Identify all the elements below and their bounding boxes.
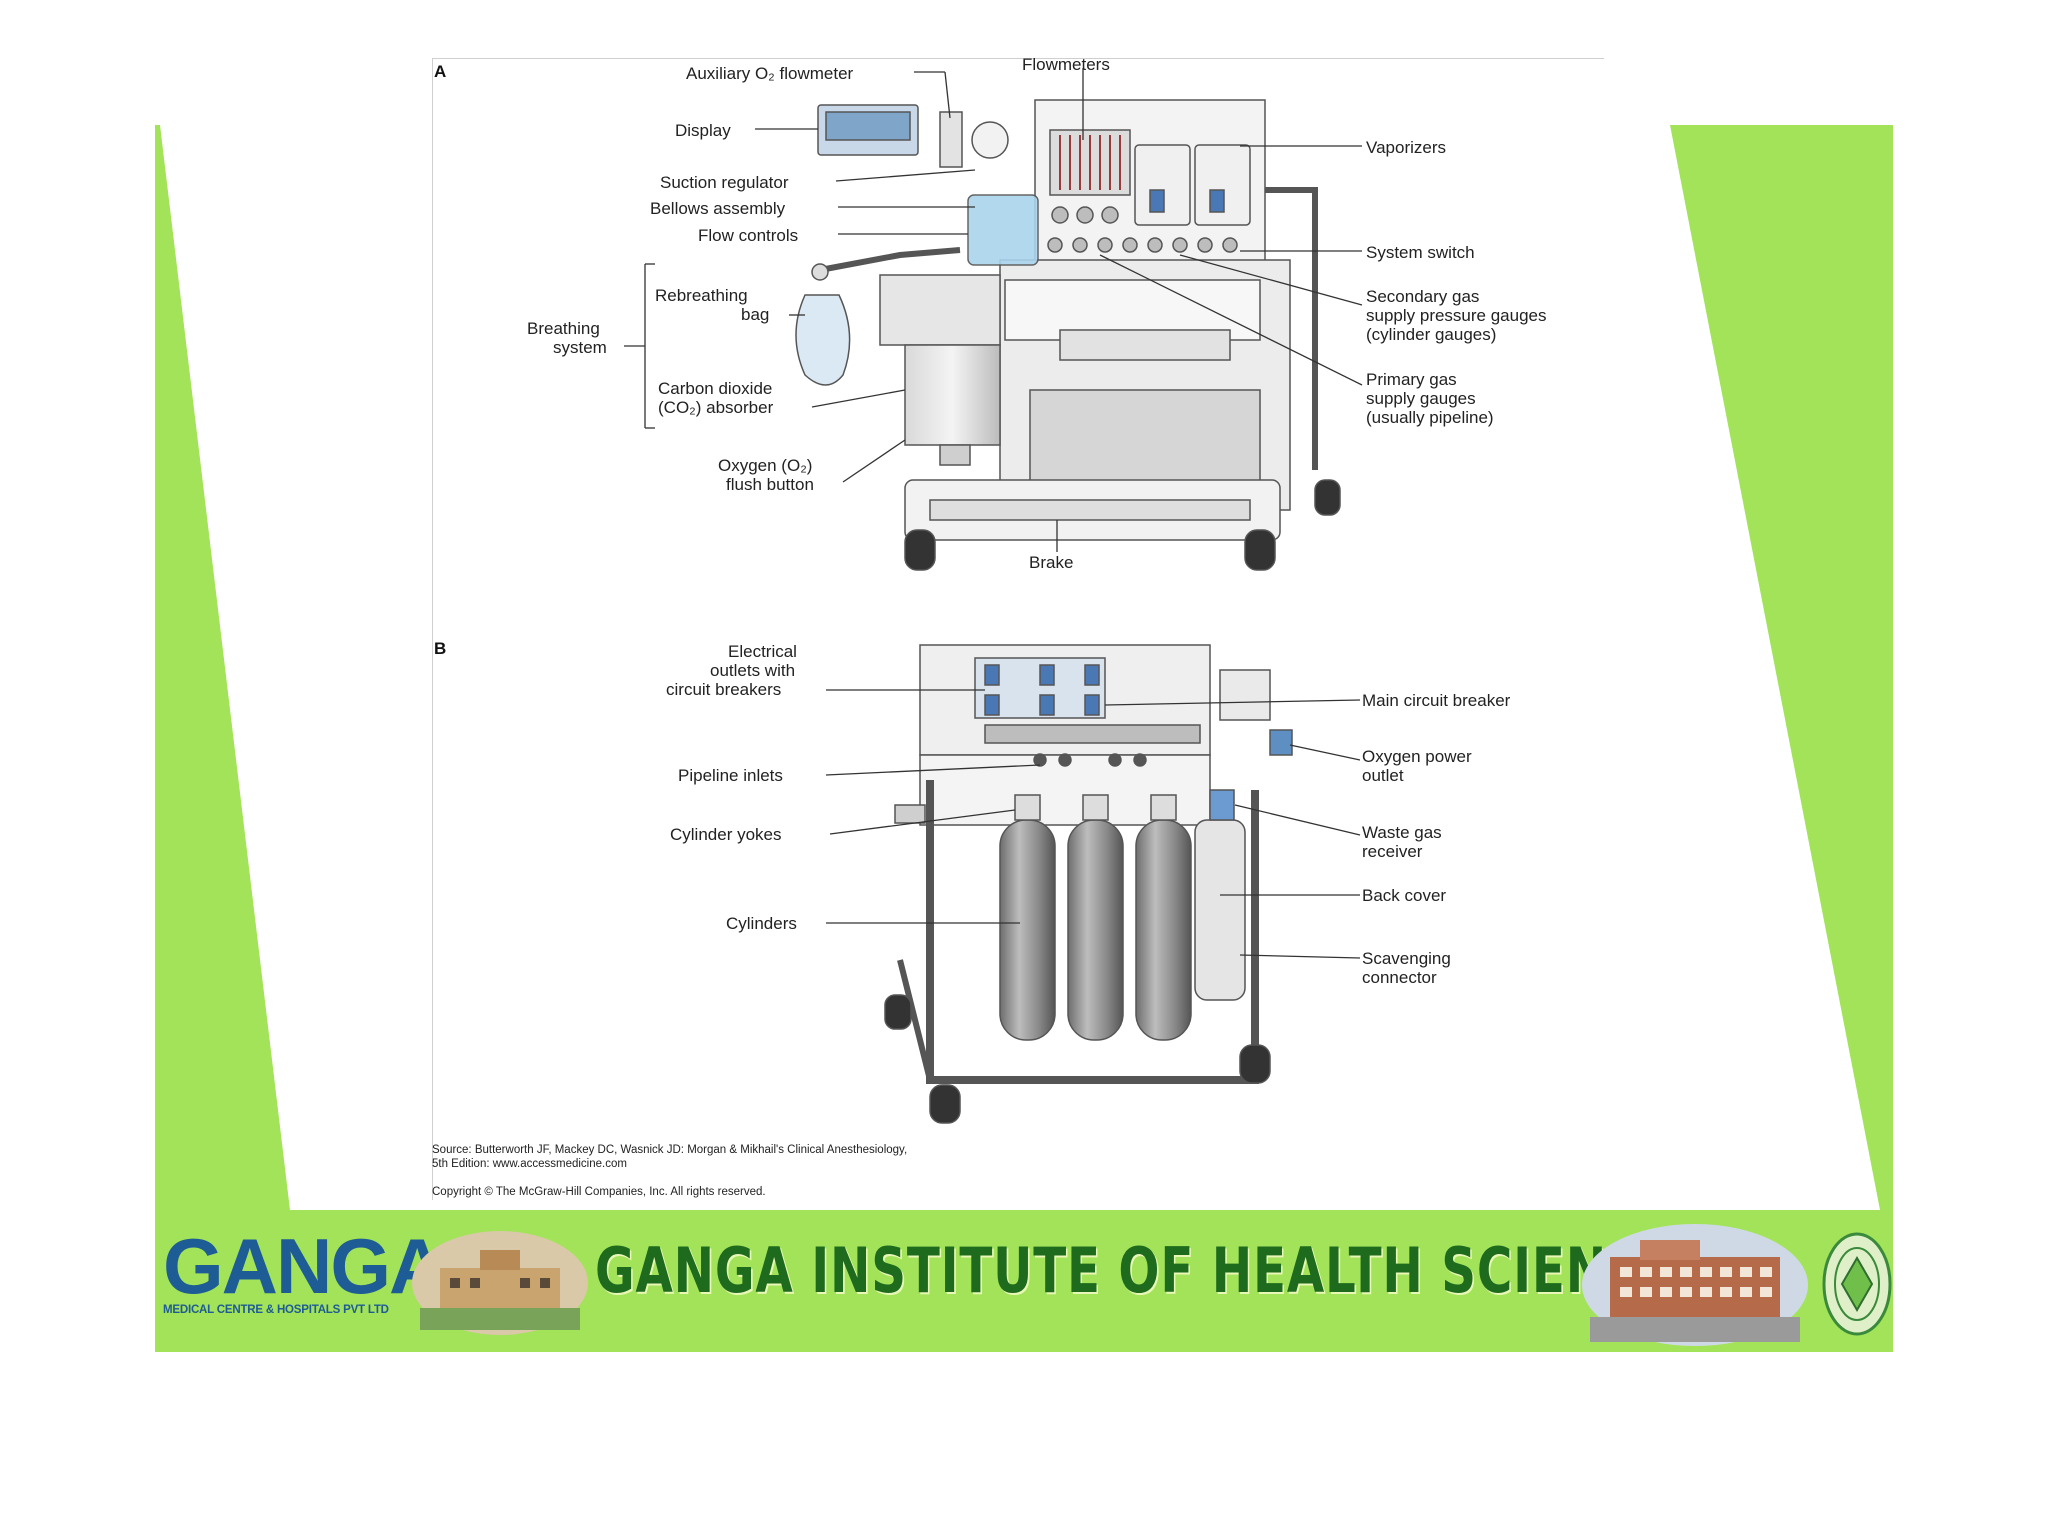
source-line-2: 5th Edition: www.accessmedicine.com xyxy=(432,1158,627,1170)
label-cylinders: Cylinders xyxy=(726,914,797,933)
label-bellows-assembly: Bellows assembly xyxy=(650,199,786,218)
leader-lines-a xyxy=(624,68,1363,552)
label-co2-absorber-2: (CO₂) absorber xyxy=(658,398,774,417)
label-primary-gas-1: Primary gas xyxy=(1366,370,1457,389)
ganga-logo: GANGA MEDICAL CENTRE & HOSPITALS PVT LTD xyxy=(163,1222,445,1316)
source-citation: Source: Butterworth JF, Mackey DC, Wasni… xyxy=(432,1143,907,1171)
ganga-logo-word: GANGA xyxy=(163,1222,445,1310)
label-waste-gas-1: Waste gas xyxy=(1362,823,1442,842)
label-vaporizers: Vaporizers xyxy=(1366,138,1446,157)
leader-lines-b xyxy=(825,689,1361,959)
panel-b-letter: B xyxy=(434,639,446,658)
label-electrical-2: outlets with xyxy=(710,661,795,680)
copyright-notice: Copyright © The McGraw-Hill Companies, I… xyxy=(432,1186,766,1198)
label-scavenging-1: Scavenging xyxy=(1362,949,1451,968)
label-primary-gas-2: supply gauges xyxy=(1366,389,1476,408)
label-suction-regulator: Suction regulator xyxy=(660,173,789,192)
label-display: Display xyxy=(675,121,731,140)
panel-a-letter: A xyxy=(434,62,446,81)
label-scavenging-2: connector xyxy=(1362,968,1437,987)
label-electrical-3: circuit breakers xyxy=(666,680,781,699)
label-cylinder-yokes: Cylinder yokes xyxy=(670,825,782,844)
labels-b: B Electrical outlets with circuit breake… xyxy=(434,639,1511,987)
label-oxygen-power-1: Oxygen power xyxy=(1362,747,1472,766)
label-primary-gas-3: (usually pipeline) xyxy=(1366,408,1494,427)
label-breathing-system-1: Breathing xyxy=(527,319,600,338)
hospital-photo-left xyxy=(412,1231,588,1335)
banner-title: GANGA INSTITUTE OF HEALTH SCIENCES xyxy=(595,1234,1713,1307)
label-back-cover: Back cover xyxy=(1362,886,1446,905)
label-oxygen-flush-1: Oxygen (O₂) xyxy=(718,456,812,475)
label-aux-flowmeter: Auxiliary O₂ flowmeter xyxy=(686,64,854,83)
label-system-switch: System switch xyxy=(1366,243,1475,262)
source-line-1: Source: Butterworth JF, Mackey DC, Wasni… xyxy=(432,1144,908,1156)
institute-seal-icon xyxy=(1822,1232,1892,1336)
machine-a xyxy=(795,99,1341,571)
anesthesia-machine-diagram: A Auxiliary O₂ flowmeter Flowmeters Disp… xyxy=(434,58,1547,1124)
label-co2-absorber-1: Carbon dioxide xyxy=(658,379,772,398)
label-waste-gas-2: receiver xyxy=(1362,842,1423,861)
label-oxygen-power-2: outlet xyxy=(1362,766,1404,785)
label-pipeline-inlets: Pipeline inlets xyxy=(678,766,783,785)
label-brake: Brake xyxy=(1029,553,1073,572)
label-rebreathing-bag-2: bag xyxy=(741,305,769,324)
label-oxygen-flush-2: flush button xyxy=(726,475,814,494)
label-secondary-gas-1: Secondary gas xyxy=(1366,287,1479,306)
labels-a: A Auxiliary O₂ flowmeter Flowmeters Disp… xyxy=(434,58,1547,572)
label-electrical-1: Electrical xyxy=(728,642,797,661)
hospital-photo-right xyxy=(1582,1224,1808,1346)
label-flow-controls: Flow controls xyxy=(698,226,798,245)
label-rebreathing-bag-1: Rebreathing xyxy=(655,286,748,305)
label-main-circuit-breaker: Main circuit breaker xyxy=(1362,691,1511,710)
anesthesia-machine-figure: A Auxiliary O₂ flowmeter Flowmeters Disp… xyxy=(432,58,1604,1200)
label-secondary-gas-3: (cylinder gauges) xyxy=(1366,325,1496,344)
label-secondary-gas-2: supply pressure gauges xyxy=(1366,306,1547,325)
machine-b xyxy=(884,644,1293,1124)
label-breathing-system-2: system xyxy=(553,338,607,357)
institute-banner: GANGA MEDICAL CENTRE & HOSPITALS PVT LTD… xyxy=(155,1216,1893,1352)
ganga-logo-subtitle: MEDICAL CENTRE & HOSPITALS PVT LTD xyxy=(163,1304,389,1316)
label-flowmeters: Flowmeters xyxy=(1022,58,1110,74)
